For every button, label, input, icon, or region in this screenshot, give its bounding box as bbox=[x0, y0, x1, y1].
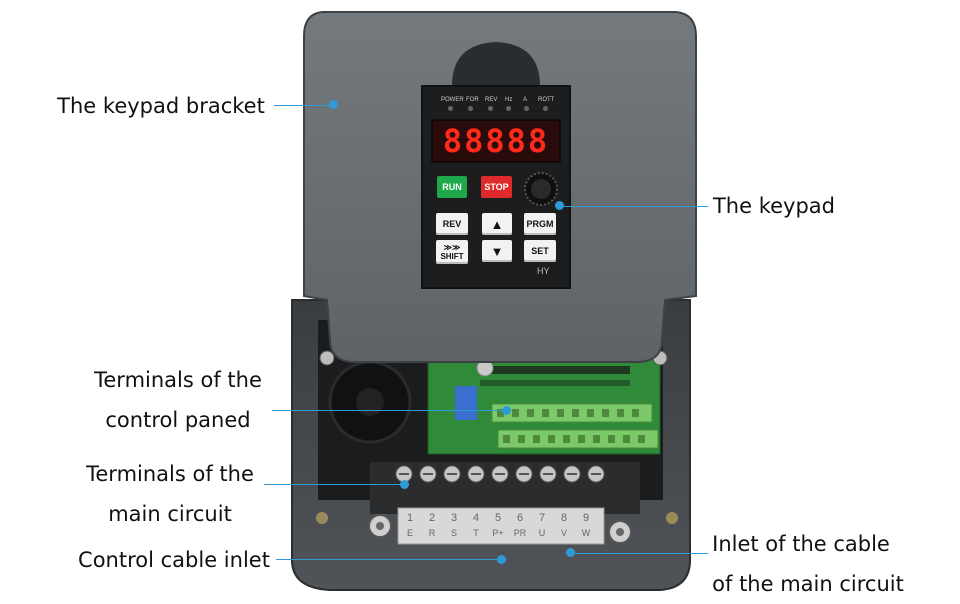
led-indicator bbox=[488, 106, 493, 111]
terminal-marking: W bbox=[581, 528, 591, 538]
callout-keypad: The keypad bbox=[712, 194, 836, 218]
cover-notch bbox=[452, 42, 540, 86]
down-button[interactable]: ▼ bbox=[482, 240, 512, 262]
callout-main-cable-inlet-line1: Inlet of the cable bbox=[712, 532, 890, 556]
brand-label: HY bbox=[537, 266, 550, 276]
set-button[interactable]: SET bbox=[524, 240, 556, 262]
terminal-number: 7 bbox=[538, 512, 546, 524]
leader-line bbox=[264, 484, 402, 485]
up-button[interactable]: ▲ bbox=[482, 213, 512, 235]
terminal-marking: PR bbox=[513, 528, 527, 538]
leader-line bbox=[276, 559, 500, 560]
run-button[interactable]: RUN bbox=[442, 182, 462, 192]
led-label-a: A bbox=[523, 97, 528, 103]
callout-dot bbox=[555, 201, 564, 210]
led-label-rott: ROTT bbox=[538, 97, 555, 103]
callout-main-cable-inlet-line2: of the main circuit bbox=[712, 572, 904, 596]
terminal-number: 2 bbox=[428, 512, 436, 524]
terminal-number: 9 bbox=[582, 512, 590, 524]
callout-keypad-bracket: The keypad bracket bbox=[57, 94, 265, 118]
terminal-number: 5 bbox=[494, 512, 502, 524]
callout-control-terminals-line2: control paned bbox=[105, 408, 251, 432]
terminal-number: 6 bbox=[516, 512, 524, 524]
terminal-number: 8 bbox=[560, 512, 568, 524]
leader-line bbox=[574, 553, 708, 554]
callout-main-terminals-line2: main circuit bbox=[108, 502, 232, 526]
terminal-number: 1 bbox=[406, 512, 414, 524]
prgm-button[interactable]: PRGM bbox=[524, 213, 556, 235]
terminal-marking: E bbox=[406, 528, 413, 538]
led-label-power: POWER bbox=[441, 97, 464, 103]
display-window bbox=[431, 119, 561, 163]
terminal-marking: R bbox=[428, 528, 436, 538]
terminal-number: 3 bbox=[450, 512, 458, 524]
callout-main-terminals-line1: Terminals of the bbox=[86, 462, 254, 486]
shift-button[interactable]: ≫≫ SHIFT bbox=[436, 240, 468, 264]
leader-line bbox=[562, 206, 708, 207]
terminal-marking: T bbox=[473, 528, 479, 538]
led-indicator bbox=[468, 106, 473, 111]
terminal-marking: S bbox=[450, 528, 457, 538]
stop-button-shape bbox=[481, 176, 512, 198]
stop-button[interactable]: STOP bbox=[484, 182, 509, 192]
seven-segment-display: 88888 bbox=[442, 122, 550, 160]
led-label-for: FOR bbox=[466, 97, 479, 103]
led-indicator bbox=[506, 106, 511, 111]
callout-dot bbox=[497, 555, 506, 564]
led-indicator bbox=[543, 106, 548, 111]
rev-button[interactable]: REV bbox=[436, 213, 468, 235]
terminal-marking: P+ bbox=[492, 528, 504, 538]
terminal-marking: V bbox=[560, 528, 567, 538]
terminal-number: 4 bbox=[472, 512, 480, 524]
shift-arrows-icon: ≫≫ bbox=[443, 243, 461, 252]
terminal-marking: U bbox=[538, 528, 546, 538]
leader-line bbox=[272, 410, 504, 411]
led-label-rev: REV bbox=[485, 97, 498, 103]
callout-dot bbox=[502, 406, 511, 415]
callout-dot bbox=[566, 548, 575, 557]
run-button-shape bbox=[437, 176, 467, 198]
led-label-hz: Hz bbox=[505, 97, 513, 103]
callout-dot bbox=[329, 100, 338, 109]
callout-control-terminals-line1: Terminals of the bbox=[94, 368, 262, 392]
led-indicator bbox=[524, 106, 529, 111]
leader-line bbox=[274, 105, 332, 106]
shift-label: SHIFT bbox=[440, 252, 464, 261]
callout-dot bbox=[400, 480, 409, 489]
callout-control-cable-inlet: Control cable inlet bbox=[78, 548, 270, 572]
led-indicator bbox=[448, 106, 453, 111]
terminal-label-strip bbox=[397, 507, 605, 545]
